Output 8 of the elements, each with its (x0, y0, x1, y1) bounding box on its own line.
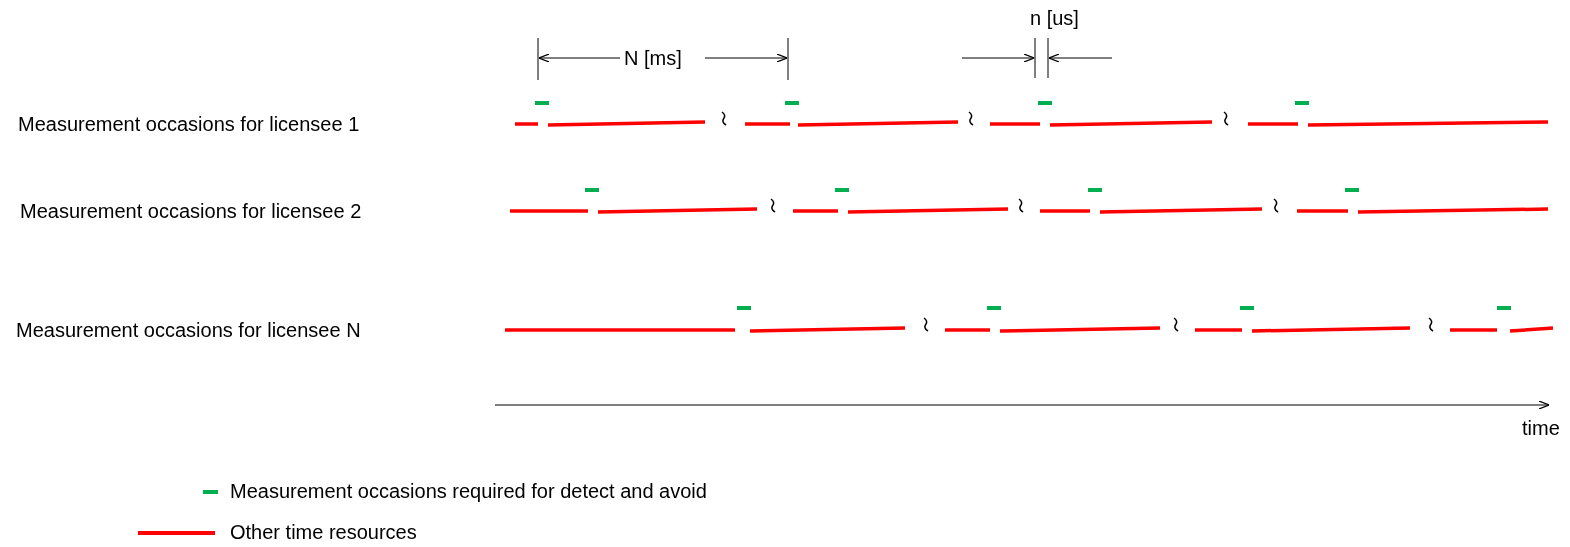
row-label: Measurement occasions for licensee 1 (18, 112, 360, 136)
axis-label: time (1522, 416, 1560, 440)
legend-text: Measurement occasions required for detect and avoid (230, 479, 707, 503)
dimension-label: n [us] (1030, 6, 1079, 30)
row-label: Measurement occasions for licensee N (16, 318, 361, 342)
legend-text: Other time resources (230, 520, 417, 544)
row-label: Measurement occasions for licensee 2 (20, 199, 362, 223)
dimension-label: N [ms] (624, 46, 682, 70)
